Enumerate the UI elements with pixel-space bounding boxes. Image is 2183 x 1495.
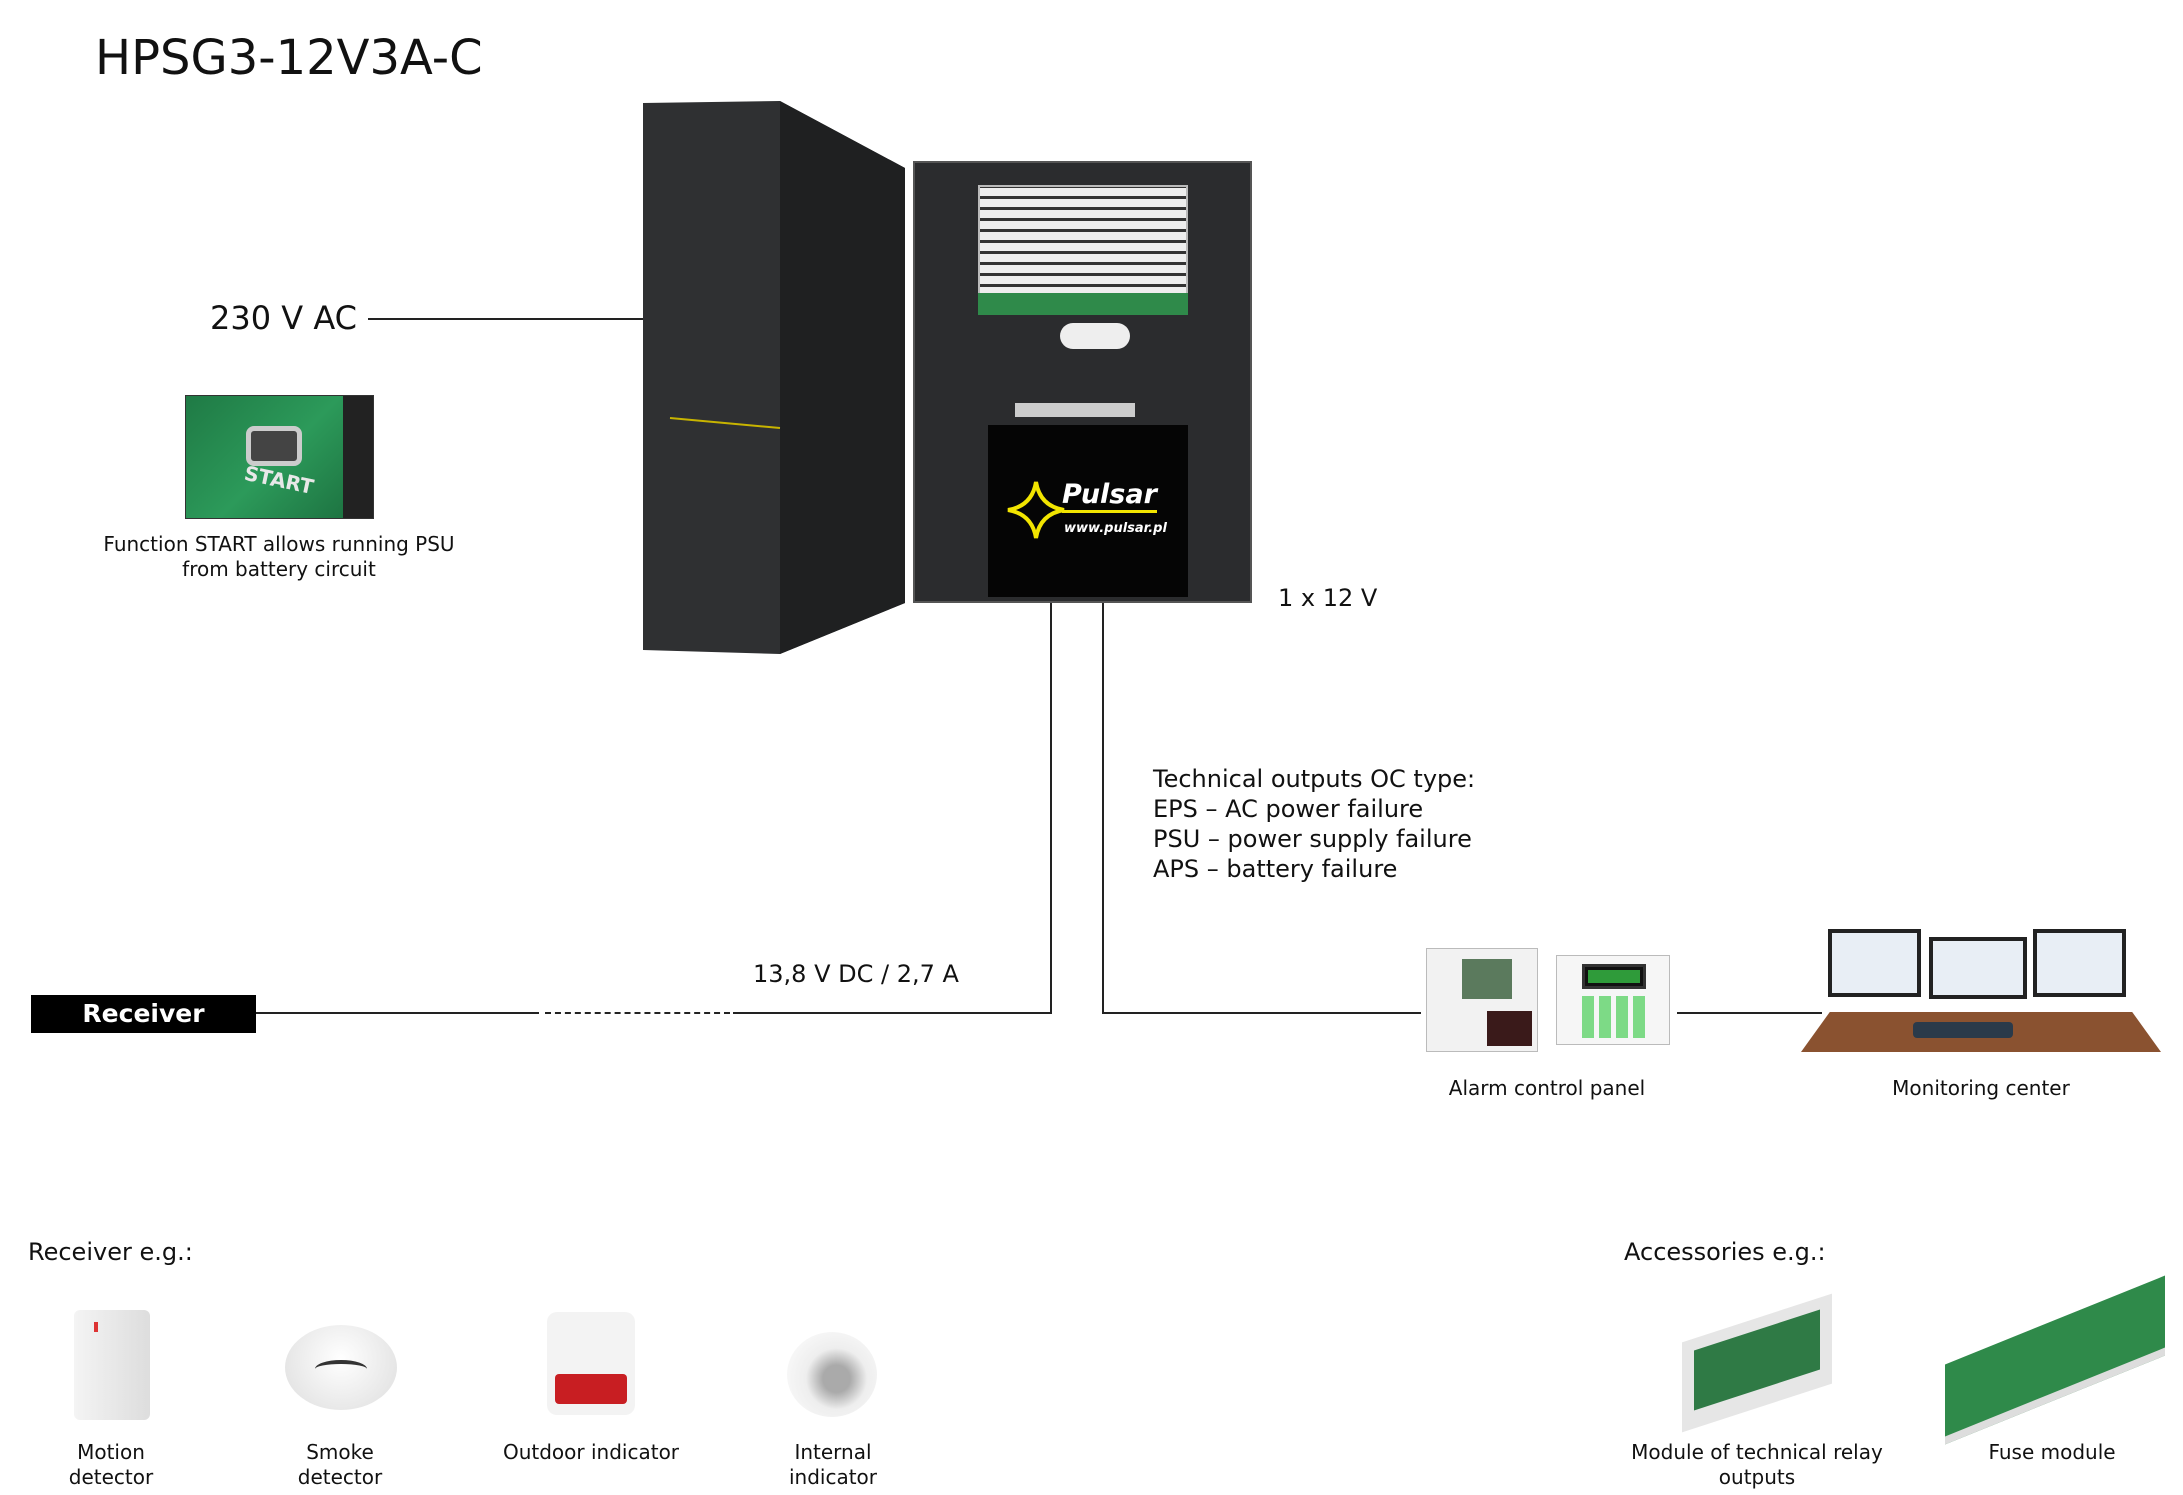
input-voltage-label: 230 V AC <box>210 299 357 337</box>
monitoring-center-label: Monitoring center <box>1892 1076 2070 1100</box>
battery: Pulsar www.pulsar.pl <box>988 425 1188 597</box>
accessory-item-label: Fuse module <box>1988 1440 2116 1464</box>
alarm-panel-label: Alarm control panel <box>1448 1076 1646 1100</box>
start-caption-line: from battery circuit <box>182 557 376 581</box>
pulsar-logo-icon <box>1007 481 1065 539</box>
tech-outputs-line: APS – battery failure <box>1153 855 1398 883</box>
alarm-panel-image <box>1426 948 1538 1052</box>
page-title: HPSG3-12V3A-C <box>95 30 483 86</box>
ac-input-line <box>368 318 643 320</box>
tech-outputs-line: PSU – power supply failure <box>1153 825 1472 853</box>
smoke-detector-image <box>285 1325 397 1410</box>
accessories-heading: Accessories e.g.: <box>1624 1238 1826 1266</box>
relay-module-image <box>1682 1293 1832 1433</box>
alarm-line <box>1103 1012 1421 1014</box>
keypad-image <box>1556 955 1670 1045</box>
monitoring-line <box>1677 1012 1822 1014</box>
receiver-line <box>256 1012 539 1014</box>
start-caption: Function START allows running PSU from b… <box>103 532 454 582</box>
output-label: 13,8 V DC / 2,7 A <box>753 960 959 988</box>
receiver-line <box>733 1012 1052 1014</box>
receiver-line-dashed <box>545 1012 730 1014</box>
monitoring-center-image <box>1801 927 2161 1057</box>
receiver-item-label: Outdoor indicator <box>502 1440 680 1464</box>
fuse-module-image <box>1945 1275 2165 1445</box>
battery-url: www.pulsar.pl <box>1064 521 1167 536</box>
output-line <box>1050 603 1052 1014</box>
start-label: START <box>242 460 316 500</box>
outdoor-indicator-image <box>547 1312 635 1415</box>
motion-detector-image <box>74 1310 150 1420</box>
battery-brand: Pulsar <box>1062 479 1157 513</box>
receiver-box: Receiver <box>31 995 256 1033</box>
battery-label: 1 x 12 V <box>1278 584 1378 612</box>
receivers-heading: Receiver e.g.: <box>28 1238 193 1266</box>
tech-outputs-line: Technical outputs OC type: <box>1153 765 1476 793</box>
tech-outputs-line: EPS – AC power failure <box>1153 795 1424 823</box>
tech-output-line <box>1102 603 1104 1014</box>
tech-outputs-text: Technical outputs OC type: EPS – AC powe… <box>1153 764 1475 884</box>
enclosure-door <box>643 101 905 654</box>
internal-indicator-image <box>787 1332 877 1417</box>
psu-cabinet: Pulsar www.pulsar.pl <box>913 161 1252 603</box>
start-button-photo: START <box>185 395 374 519</box>
start-caption-line: Function START allows running PSU <box>103 532 455 556</box>
psu-module <box>978 185 1188 297</box>
psu-pcb <box>978 293 1188 315</box>
